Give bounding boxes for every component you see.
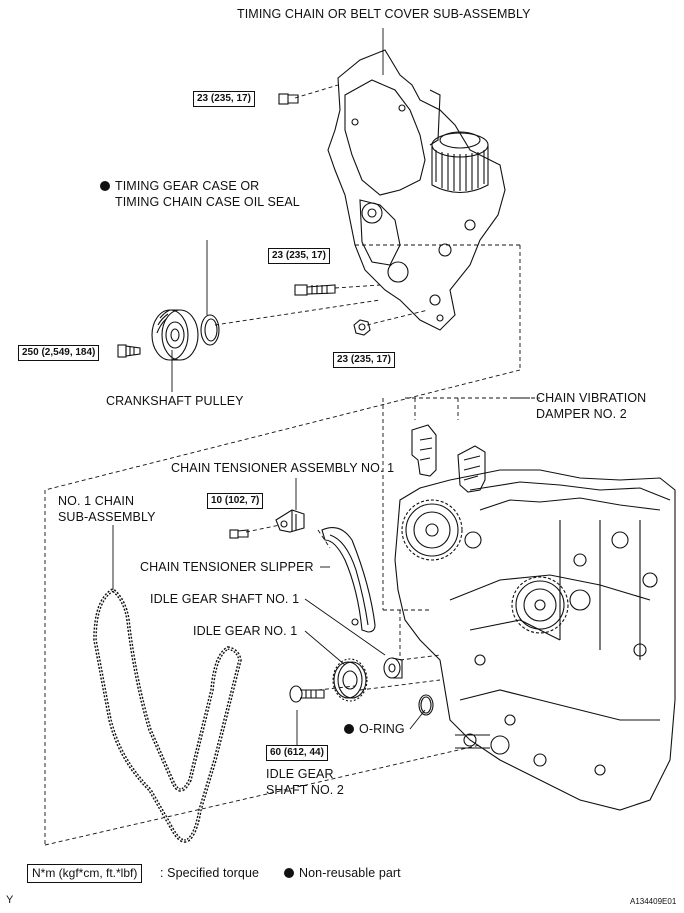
cover-label: TIMING CHAIN OR BELT COVER SUB-ASSEMBLY	[237, 7, 531, 21]
torque-legend-box: N*m (kgf*cm, ft.*lbf)	[27, 864, 143, 883]
footer-left-mark: Y	[6, 894, 14, 906]
oil-seal-label-line2: TIMING CHAIN CASE OIL SEAL	[115, 195, 300, 209]
chain-tensioner-slipper	[321, 527, 376, 633]
tensioner-label: CHAIN TENSIONER ASSEMBLY NO. 1	[171, 461, 395, 475]
idle-gear-shaft-2	[289, 685, 325, 703]
idle-bolt-torque: 60 (612, 44)	[266, 745, 328, 761]
oil-seal-label-line1: TIMING GEAR CASE OR	[100, 178, 259, 194]
damper-label-line2: DAMPER NO. 2	[536, 407, 627, 421]
cover-bolt	[278, 93, 299, 105]
cover-bolt-torque: 23 (235, 17)	[193, 91, 255, 107]
crankshaft-pulley-label: CRANKSHAFT PULLEY	[106, 394, 244, 408]
oil-seal-label-text: TIMING GEAR CASE OR	[115, 179, 260, 193]
chain-label-line2: SUB-ASSEMBLY	[58, 510, 156, 524]
idle-shaft-2-label-line2: SHAFT NO. 2	[266, 783, 344, 797]
idle-gear-1-label: IDLE GEAR NO. 1	[193, 624, 298, 638]
o-ring-label-text: O-RING	[359, 722, 405, 736]
o-ring-label: O-RING	[344, 721, 405, 737]
idle-gear-1	[332, 658, 368, 702]
chain-label-line1: NO. 1 CHAIN	[58, 494, 135, 508]
nonreusable-dot-icon	[100, 181, 110, 191]
pulley-bolt	[117, 344, 141, 358]
nonreusable-legend-text: Non-reusable part	[299, 866, 401, 880]
oil-seal-ring	[200, 314, 220, 346]
case-nut	[353, 319, 371, 336]
pulley-bolt-torque: 250 (2,549, 184)	[18, 345, 100, 361]
timing-chain	[93, 587, 242, 843]
case-nut-torque: 23 (235, 17)	[333, 352, 395, 368]
figure-id: A134409E01	[630, 897, 677, 906]
o-ring	[418, 694, 434, 716]
slipper-label: CHAIN TENSIONER SLIPPER	[140, 560, 314, 574]
crankshaft-pulley	[151, 309, 199, 361]
nonreusable-dot-icon	[284, 868, 294, 878]
nonreusable-legend: Non-reusable part	[284, 865, 401, 881]
tensioner-bolt	[229, 529, 249, 539]
torque-legend-text: : Specified torque	[160, 866, 260, 880]
idle-shaft-2-label-line1: IDLE GEAR	[266, 767, 334, 781]
idle-shaft-1-label: IDLE GEAR SHAFT NO. 1	[150, 592, 300, 606]
leader-lines	[112, 28, 530, 745]
damper-label-line1: CHAIN VIBRATION	[536, 391, 647, 405]
chain-tensioner-assembly	[275, 509, 305, 533]
case-bolt-torque: 23 (235, 17)	[268, 248, 330, 264]
engine-block	[394, 469, 676, 811]
case-bolt	[294, 284, 336, 296]
timing-chain-cover	[327, 49, 506, 331]
nonreusable-dot-icon	[344, 724, 354, 734]
tensioner-bolt-torque: 10 (102, 7)	[207, 493, 264, 509]
chain-vibration-damper	[411, 424, 486, 493]
idle-gear-shaft-1	[383, 657, 403, 679]
